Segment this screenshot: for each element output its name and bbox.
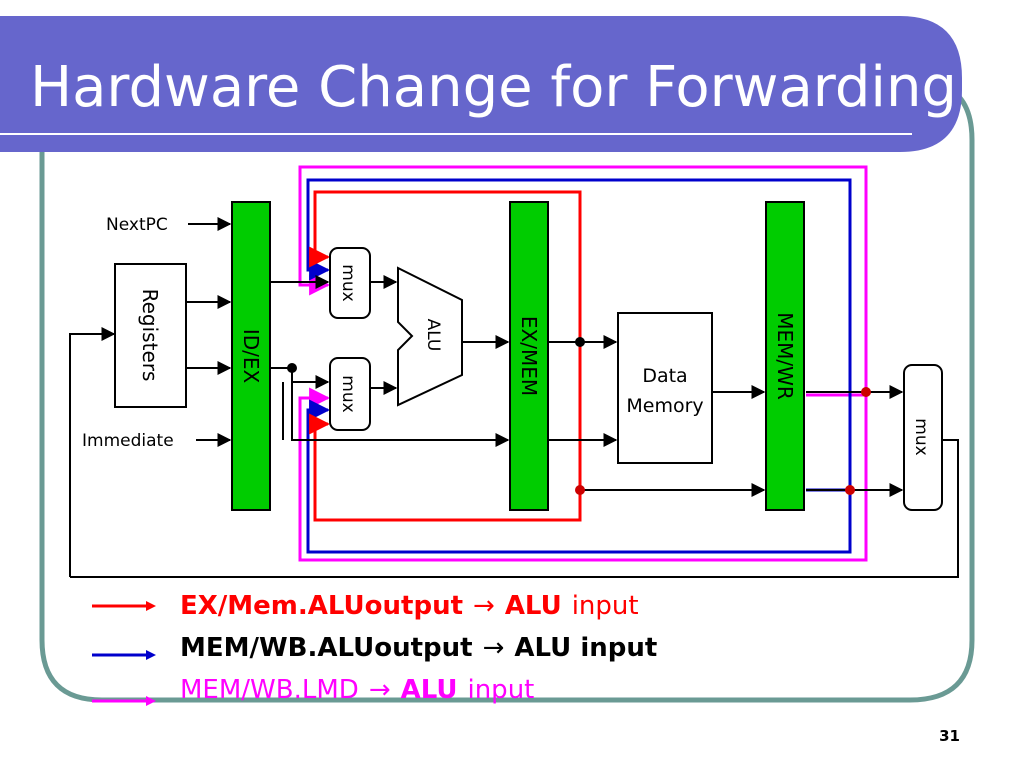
legend-magenta-target: ALU — [400, 675, 458, 705]
legend-blue-arrow-glyph: → — [482, 633, 505, 663]
mux-bottom — [329, 357, 371, 431]
alu-shape — [397, 266, 463, 407]
forward-path-blue-bottom — [306, 399, 852, 554]
id-ex-register — [231, 201, 271, 511]
mux-writeback — [903, 364, 943, 511]
legend-magenta-source: MEM/WB.LMD — [180, 675, 359, 705]
junction-dot — [575, 485, 585, 495]
legend-row-red: EX/Mem.ALUoutput → ALU input — [90, 588, 639, 624]
mem-wr-register — [765, 201, 805, 511]
id-ex-label: ID/EX — [239, 329, 263, 384]
legend-red-target: ALU — [504, 591, 562, 621]
legend-red-arrow-glyph: → — [473, 591, 495, 621]
forward-path-magenta — [298, 165, 868, 397]
alu-label: ALU — [423, 319, 443, 352]
mux-top-label: mux — [338, 264, 358, 301]
legend-magenta-arrow-glyph: → — [368, 675, 391, 705]
forward-path-red — [309, 190, 582, 342]
legend-red-suffix: input — [571, 591, 639, 621]
forward-path-magenta-bottom — [298, 387, 868, 562]
ex-mem-register — [509, 201, 549, 511]
registers-label: Registers — [138, 289, 162, 382]
page-number: 31 — [939, 727, 960, 745]
slide-frame — [39, 82, 975, 703]
data-memory-block — [617, 312, 713, 464]
legend-blue-source: MEM/WB.ALUoutput — [180, 633, 473, 663]
data-memory-label-2: Memory — [626, 395, 703, 417]
ex-mem-label: EX/MEM — [517, 316, 541, 396]
legend-blue-target: ALU input — [514, 633, 658, 663]
legend-magenta-suffix: input — [467, 675, 535, 705]
forward-path-red-bottom — [309, 342, 582, 522]
legend-row-blue: MEM/WB.ALUoutput → ALU input — [90, 630, 657, 666]
mux-top — [329, 247, 371, 319]
junction-dot — [575, 337, 585, 347]
junction-dot — [287, 363, 297, 373]
legend-arrow-blue — [90, 649, 158, 661]
junction-dot — [861, 387, 871, 397]
mem-wr-label: MEM/WR — [773, 312, 797, 400]
data-memory-label-1: Data — [642, 365, 687, 387]
legend-red-source: EX/Mem.ALUoutput — [180, 591, 464, 621]
mux-bottom-label: mux — [338, 375, 358, 412]
registers-block — [114, 263, 187, 408]
legend-arrow-red — [90, 600, 158, 612]
mux-writeback-label: mux — [911, 418, 931, 455]
slide-title: Hardware Change for Forwarding — [30, 55, 957, 120]
title-bar — [0, 16, 962, 152]
immediate-label: Immediate — [82, 431, 174, 451]
legend-row-magenta: MEM/WB.LMD → ALU input — [90, 672, 534, 708]
nextpc-label: NextPC — [106, 215, 168, 235]
junction-dot — [845, 485, 855, 495]
legend-arrow-magenta — [90, 695, 158, 707]
